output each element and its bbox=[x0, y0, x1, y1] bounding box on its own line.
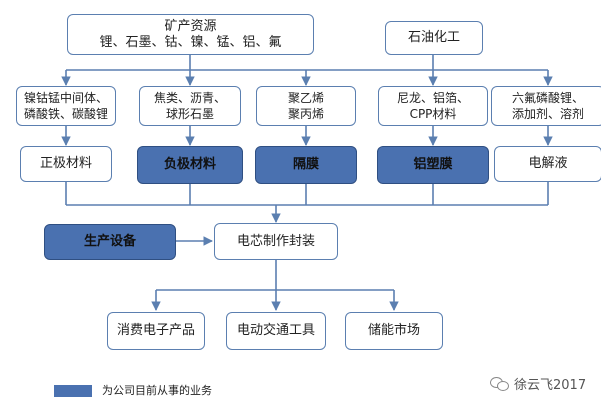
application-label: 消费电子产品 bbox=[116, 323, 195, 338]
petrochemical-label: 石油化工 bbox=[407, 30, 460, 45]
application-label: 储能市场 bbox=[367, 323, 420, 338]
material-line: 镍钴锰中间体、 bbox=[23, 91, 108, 105]
material-line: 焦类、沥青、 bbox=[153, 91, 226, 105]
petrochemical-box: 石油化工 bbox=[385, 21, 483, 55]
assembly-label: 电芯制作封装 bbox=[236, 233, 315, 249]
watermark: 徐云飞2017 bbox=[490, 374, 586, 393]
material-line: 六氟磷酸锂、 bbox=[511, 91, 584, 105]
component-cathode: 正极材料 bbox=[20, 146, 112, 182]
material-box-anode-precursors: 焦类、沥青、 球形石墨 bbox=[139, 86, 241, 126]
application-energy-storage: 储能市场 bbox=[345, 312, 443, 350]
production-equipment-box: 生产设备 bbox=[44, 224, 176, 260]
component-label: 隔膜 bbox=[292, 157, 319, 172]
component-separator: 隔膜 bbox=[255, 146, 357, 184]
material-box-pouch-precursors: 尼龙、铝箔、 CPP材料 bbox=[378, 86, 488, 126]
material-line: 磷酸铁、碳酸锂 bbox=[23, 107, 108, 121]
material-line: 聚丙烯 bbox=[287, 107, 324, 121]
material-line: CPP材料 bbox=[409, 107, 457, 121]
material-line: 尼龙、铝箔、 bbox=[396, 91, 469, 105]
material-line: 球形石墨 bbox=[165, 107, 214, 121]
legend-text: 为公司目前从事的业务 bbox=[102, 384, 212, 397]
material-line: 聚乙烯 bbox=[287, 91, 324, 105]
legend-swatch bbox=[54, 385, 92, 397]
material-line: 添加剂、溶剂 bbox=[511, 107, 584, 121]
component-label: 铝塑膜 bbox=[413, 157, 453, 172]
application-electric-vehicles: 电动交通工具 bbox=[226, 312, 326, 350]
material-box-separator-precursors: 聚乙烯 聚丙烯 bbox=[256, 86, 356, 126]
component-label: 电解液 bbox=[528, 156, 568, 171]
ore-title: 矿产资源 bbox=[164, 18, 217, 34]
ore-list: 锂、石墨、钴、镍、锰、铝、氟 bbox=[99, 34, 282, 50]
material-box-cathode-precursors: 镍钴锰中间体、 磷酸铁、碳酸锂 bbox=[16, 86, 116, 126]
application-consumer-electronics: 消费电子产品 bbox=[107, 312, 205, 350]
component-electrolyte: 电解液 bbox=[494, 146, 601, 182]
watermark-text: 徐云飞2017 bbox=[514, 378, 587, 393]
ore-resources-box: 矿产资源 锂、石墨、钴、镍、锰、铝、氟 bbox=[67, 14, 314, 55]
material-box-electrolyte-precursors: 六氟磷酸锂、 添加剂、溶剂 bbox=[491, 86, 601, 126]
component-label: 负极材料 bbox=[163, 157, 216, 172]
application-label: 电动交通工具 bbox=[236, 323, 315, 338]
component-pouch-film: 铝塑膜 bbox=[377, 146, 489, 184]
wechat-icon bbox=[490, 376, 510, 391]
cell-assembly-box: 电芯制作封装 bbox=[214, 223, 338, 260]
component-label: 正极材料 bbox=[39, 156, 92, 171]
component-anode: 负极材料 bbox=[137, 146, 243, 184]
equipment-label: 生产设备 bbox=[83, 234, 136, 249]
